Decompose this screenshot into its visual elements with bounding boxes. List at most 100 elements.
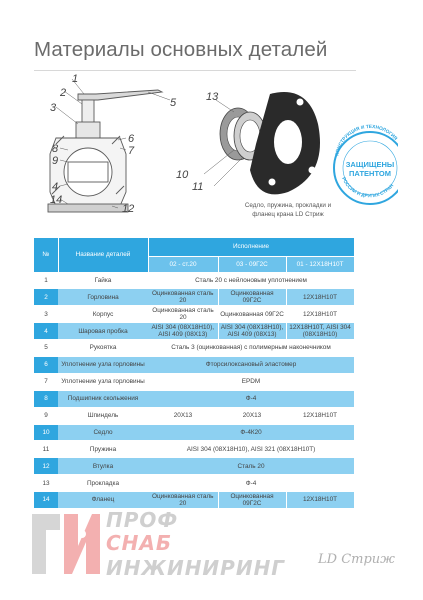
callout-3: 3	[50, 102, 57, 114]
part-name: Горловина	[58, 288, 148, 307]
bore-shape	[67, 161, 109, 183]
callout-11: 11	[192, 181, 203, 193]
material-col-2: 20Х13	[218, 407, 286, 425]
part-name: Рукоятка	[58, 339, 148, 357]
row-number: 11	[34, 440, 58, 459]
material-col-2: Оцинкованная 09Г2С	[218, 305, 286, 324]
row-number: 12	[34, 457, 58, 476]
material-all: Ф-4	[148, 474, 355, 493]
callout-2: 2	[59, 87, 66, 99]
neck-shape	[75, 121, 101, 139]
material-col-2: Оцинкованная 09Г2С	[218, 288, 287, 307]
brand-logo-icon	[32, 514, 100, 574]
part-name: Прокладка	[58, 474, 148, 493]
part-name: Корпус	[58, 305, 148, 324]
brand-line-1: ПРОФ	[106, 508, 179, 532]
handle-shape	[77, 89, 164, 101]
material-all: Сталь 20	[148, 457, 355, 476]
partner-mark: LD Стриж	[318, 552, 395, 567]
header-num: №	[34, 238, 59, 273]
row-number: 2	[34, 288, 58, 307]
material-col-3: 12Х18Н10Т, AISI 304 (08Х18Н10)	[286, 322, 355, 341]
seal-group	[219, 92, 320, 195]
material-col-1: 20Х13	[148, 407, 218, 425]
part-name: Уплотнение узла горловины	[58, 356, 148, 374]
caption-line-1: Седло, пружина, прокладки и	[244, 202, 332, 209]
page-title: Материалы основных деталей	[34, 38, 328, 61]
valve-section	[47, 89, 164, 213]
callout-7: 7	[128, 145, 135, 157]
row-number: 14	[34, 491, 58, 509]
material-all: Фторсилоксановый эластомер	[148, 356, 355, 374]
row-number: 10	[34, 424, 58, 442]
header-col-2: 03 - 09Г2С	[218, 256, 287, 272]
material-col-1: Оцинкованная сталь 20	[148, 288, 219, 307]
header-col-1: 02 - ст.20	[148, 256, 219, 272]
materials-table: № Название деталей Исполнение 02 - ст.20…	[34, 238, 355, 509]
header-execution: Исполнение	[148, 238, 355, 257]
header-name: Название деталей	[58, 238, 149, 273]
row-number: 7	[34, 373, 58, 391]
part-name: Седло	[58, 424, 148, 442]
brand-line-2: СНАБ	[106, 531, 173, 555]
callout-13: 13	[206, 91, 219, 103]
material-all: Сталь 3 (оцинкованная) с полимерным нако…	[148, 339, 355, 357]
stem-shape	[81, 99, 95, 125]
part-name: Пружина	[58, 440, 148, 459]
row-number: 6	[34, 356, 58, 374]
callout-8: 8	[52, 143, 59, 155]
flange-shape	[47, 203, 129, 213]
callout-4: 4	[52, 181, 58, 193]
material-col-3: 12Х18Н10Т	[286, 491, 355, 509]
callout-9: 9	[52, 155, 58, 167]
callout-14: 14	[50, 194, 62, 206]
part-name: Подшипник скольжения	[58, 390, 148, 408]
material-col-3: 12Х18Н10Т	[286, 288, 355, 307]
material-all: Ф-4К20	[148, 424, 355, 442]
callout-12: 12	[122, 203, 134, 215]
material-col-3: 12Х18Н10Т	[286, 305, 355, 324]
part-name: Гайка	[58, 272, 148, 290]
material-col-2: AISI 304 (08Х18Н10), AISI 409 (08Х13)	[218, 322, 287, 341]
leader-lines	[55, 78, 171, 209]
title-divider	[34, 70, 356, 71]
brand-line-3: ИНЖИНИРИНГ	[106, 556, 286, 580]
row-number: 1	[34, 272, 58, 290]
caption-line-2: фланец крана LD Стриж	[252, 210, 324, 218]
material-col-1: Оцинкованная сталь 20	[148, 305, 218, 324]
material-col-1: Оцинкованная сталь 20	[148, 491, 219, 509]
header-col-3: 01 - 12Х18Н10Т	[286, 256, 355, 272]
callout-5: 5	[170, 97, 177, 109]
material-all: Ф-4	[148, 390, 355, 408]
material-col-3: 12Х18Н10Т	[286, 407, 355, 425]
row-number: 8	[34, 390, 58, 408]
material-all: EPDM	[148, 373, 355, 391]
row-number: 13	[34, 474, 58, 493]
row-number: 3	[34, 305, 58, 324]
callout-1: 1	[72, 74, 78, 85]
part-name: Втулка	[58, 457, 148, 476]
row-number: 4	[34, 322, 58, 341]
valve-drawing: 1 2 3 8 9 4 14 5 6 7 12 13 10 11	[47, 74, 398, 215]
part-name: Уплотнение узла горловины	[58, 373, 148, 391]
stamp-line2: ПАТЕНТОМ	[349, 169, 391, 178]
figure-caption: Седло, пружина, прокладки и фланец крана…	[208, 202, 368, 219]
material-all: AISI 304 (08Х18Н10), AISI 321 (08Х18Н10Т…	[148, 440, 355, 459]
stamp-line1: ЗАЩИЩЕНЫ	[346, 160, 395, 169]
row-number: 5	[34, 339, 58, 357]
patent-stamp: КОНСТРУКЦИЯ И ТЕХНОЛОГИЯ ЗАЩИЩЕНЫ ПАТЕНТ…	[333, 124, 398, 205]
